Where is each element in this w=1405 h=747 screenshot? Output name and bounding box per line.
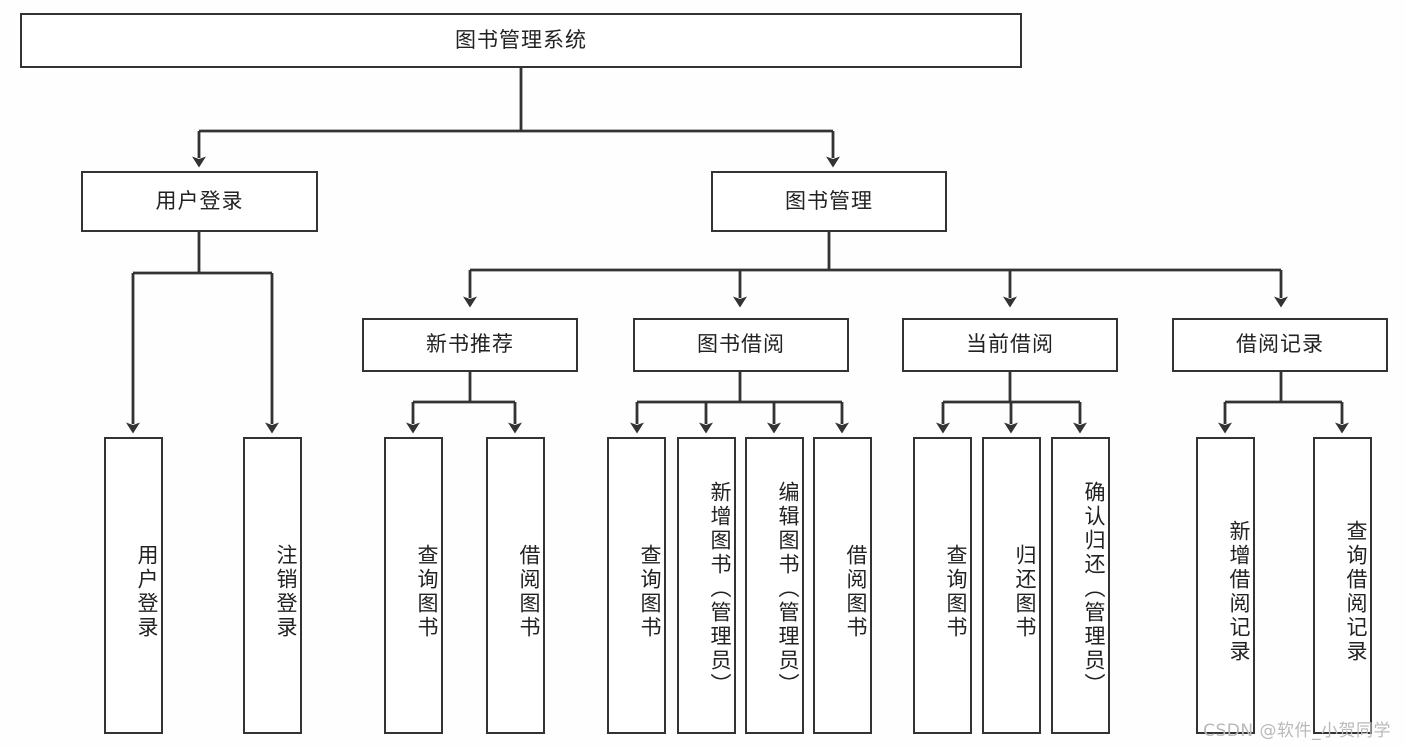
leaf-current-borrow-return[interactable]: 归还图书 — [982, 437, 1041, 734]
leaf-user-login-logout[interactable]: 注销登录 — [243, 437, 302, 734]
leaf-borrow-record-query[interactable]: 查询借阅记录 — [1313, 437, 1372, 734]
leaf-book-borrow-edit-admin[interactable]: 编辑图书（管理员） — [745, 437, 804, 734]
leaf-current-borrow-confirm-admin[interactable]: 确认归还（管理员） — [1051, 437, 1110, 734]
leaf-new-book-query[interactable]: 查询图书 — [384, 437, 443, 734]
node-user-login[interactable]: 用户登录 — [81, 171, 318, 232]
node-borrow-record[interactable]: 借阅记录 — [1172, 318, 1388, 372]
node-new-book-recommend[interactable]: 新书推荐 — [362, 318, 578, 372]
leaf-book-borrow-query[interactable]: 查询图书 — [607, 437, 666, 734]
leaf-new-book-borrow[interactable]: 借阅图书 — [486, 437, 545, 734]
node-root-system[interactable]: 图书管理系统 — [20, 13, 1022, 68]
leaf-borrow-record-add[interactable]: 新增借阅记录 — [1196, 437, 1255, 734]
leaf-book-borrow-add-admin[interactable]: 新增图书（管理员） — [677, 437, 736, 734]
leaf-current-borrow-query[interactable]: 查询图书 — [913, 437, 972, 734]
node-book-borrow[interactable]: 图书借阅 — [633, 318, 849, 372]
watermark-credit: CSDN @软件_小贺同学 — [1203, 721, 1391, 741]
leaf-user-login-login[interactable]: 用户登录 — [104, 437, 163, 734]
leaf-book-borrow-borrow[interactable]: 借阅图书 — [813, 437, 872, 734]
node-book-management[interactable]: 图书管理 — [711, 171, 947, 232]
node-current-borrow[interactable]: 当前借阅 — [902, 318, 1118, 372]
